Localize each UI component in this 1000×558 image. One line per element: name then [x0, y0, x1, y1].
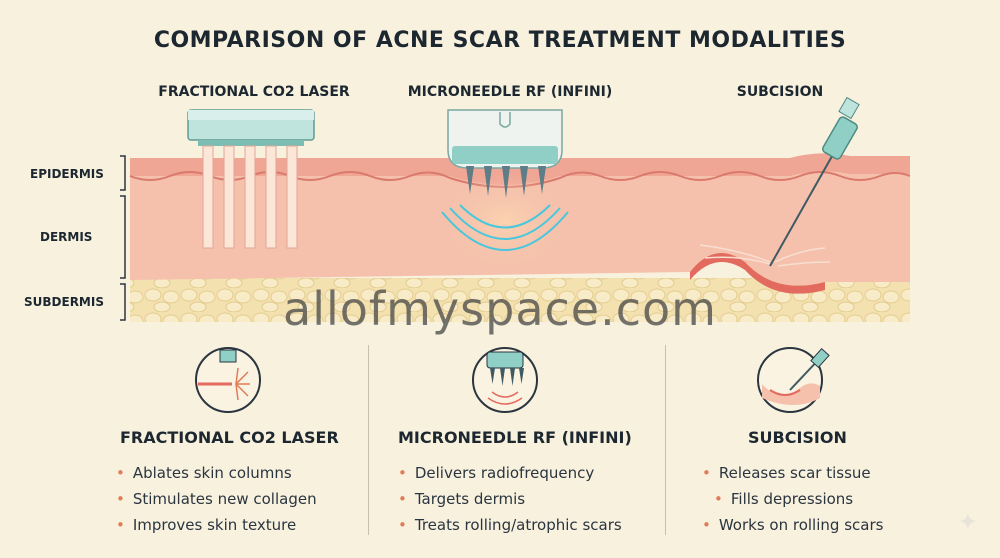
- column-heading-rf: MICRONEEDLE RF (INFINI): [398, 428, 632, 447]
- subcision-device: [690, 96, 860, 294]
- list-item: •Stimulates new collagen: [116, 490, 317, 508]
- list-item: •Works on rolling scars: [702, 516, 884, 534]
- layer-label-dermis: DERMIS: [40, 230, 93, 244]
- column-heading-co2: FRACTIONAL CO2 LASER: [120, 428, 339, 447]
- microneedle-rf-device: [439, 109, 571, 272]
- bullet-list-rf: •Delivers radiofrequency •Targets dermis…: [398, 460, 622, 538]
- bullet-list-co2: •Ablates skin columns •Stimulates new co…: [116, 460, 317, 538]
- list-item: •Improves skin texture: [116, 516, 297, 534]
- laser-icon: [195, 347, 261, 413]
- list-item: •Delivers radiofrequency: [398, 464, 595, 482]
- layer-brackets: [120, 155, 126, 321]
- bullet-list-subcision: •Releases scar tissue •Fills depressions…: [702, 460, 883, 538]
- epidermis-layer: [130, 153, 910, 185]
- list-item: •Treats rolling/atrophic scars: [398, 516, 622, 534]
- column-divider: [368, 345, 369, 535]
- page-title: COMPARISON OF ACNE SCAR TREATMENT MODALI…: [153, 28, 847, 53]
- microneedle-icon: [472, 347, 538, 413]
- co2-laser-device: [187, 109, 315, 249]
- list-item: •Ablates skin columns: [116, 464, 292, 482]
- list-item: •Fills depressions: [714, 490, 854, 508]
- watermark: allofmyspace.com: [283, 282, 717, 336]
- column-heading-subcision: SUBCISION: [748, 428, 847, 447]
- list-item: •Releases scar tissue: [702, 464, 871, 482]
- rf-diagram-label: MICRONEEDLE RF (INFINI): [407, 84, 613, 100]
- list-item: •Targets dermis: [398, 490, 526, 508]
- co2-diagram-label: FRACTIONAL CO2 LASER: [158, 84, 350, 100]
- column-divider: [665, 345, 666, 535]
- subcision-diagram-label: SUBCISION: [736, 84, 824, 100]
- needle-icon: [757, 347, 830, 413]
- layer-label-subdermis: SUBDERMIS: [24, 295, 104, 309]
- layer-label-epidermis: EPIDERMIS: [30, 167, 104, 181]
- sparkle-icon: ✦: [957, 508, 978, 536]
